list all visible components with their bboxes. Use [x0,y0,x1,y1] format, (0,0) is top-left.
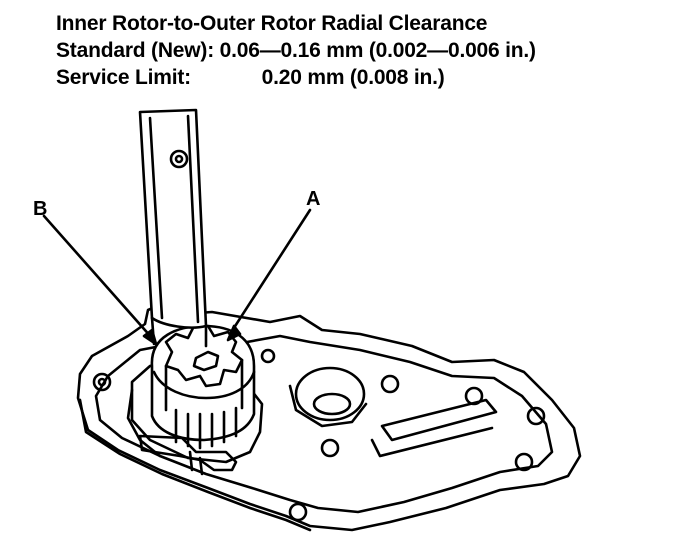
inner-rotor-teeth [166,360,242,410]
callout-label-a: A [306,188,321,210]
leader-arrow-a [228,326,240,340]
spec-block: Inner Rotor-to-Outer Rotor Radial Cleara… [56,10,536,91]
pump-pin [190,452,202,474]
housing-flange-edge [80,400,310,530]
spec-title: Inner Rotor-to-Outer Rotor Radial Cleara… [56,12,488,35]
inner-rotor [166,326,242,386]
bore-boss [290,386,366,426]
bolt-hole [94,374,110,390]
standard-value: 0.06—0.16 mm (0.002—0.006 in.) [219,39,536,62]
relief-passage-edge [372,428,492,456]
feeler-gauge-hole [171,151,187,167]
feeler-gauge-hole-inner [176,156,182,162]
bolt-hole [322,440,338,456]
outer-rotor-face [154,372,254,398]
leader-line-b [44,216,152,338]
feeler-gauge-edge [150,116,198,322]
bolt-holes [94,350,544,520]
limit-value: 0.20 mm (0.008 in.) [261,66,445,89]
bolt-hole [516,454,532,470]
bolt-hole [382,376,398,392]
inner-rotor-bore [194,352,218,370]
standard-label: Standard (New): [56,39,215,62]
leader-line-a [230,210,310,334]
leader-arrow-b [144,330,156,344]
spec-limit-row: Service Limit: 0.20 mm (0.008 in.) [56,64,536,91]
bolt-hole [262,350,274,362]
callout-label-b: B [33,198,48,220]
pump-linkage [140,436,236,470]
relief-passage [382,400,496,440]
rotor-ribs [176,408,236,448]
housing-bore [296,368,364,420]
bolt-hole [528,408,544,424]
limit-label: Service Limit: [56,66,191,89]
cavity-wall [128,390,160,456]
spec-standard-row: Standard (New): 0.06—0.16 mm (0.002—0.00… [56,37,536,64]
bolt-hole [99,379,105,385]
housing-inner-lip [96,336,552,512]
bolt-hole [290,504,306,520]
housing-bore-inner [314,394,350,414]
